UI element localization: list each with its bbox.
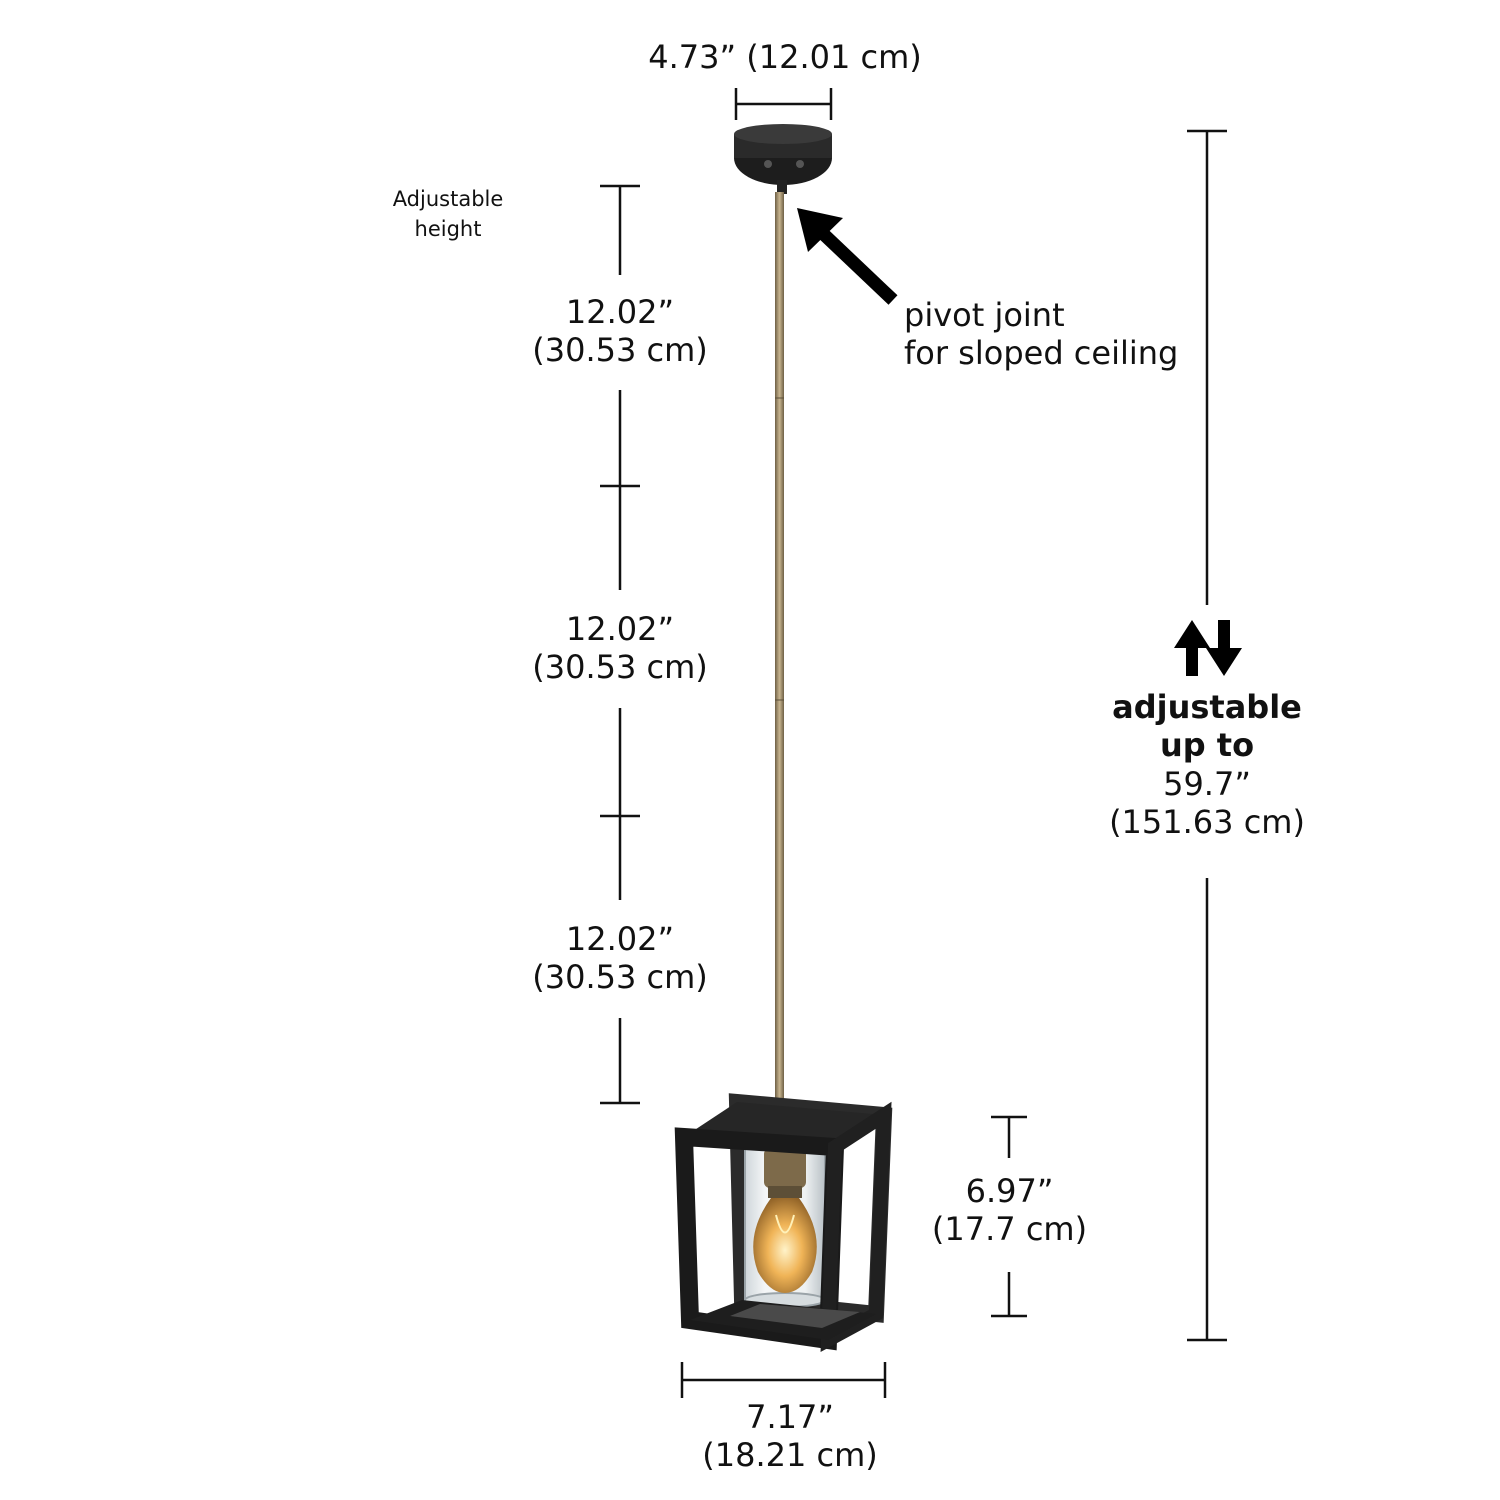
rod-segments-dimension	[600, 184, 640, 1105]
shade-width-dimension	[680, 1362, 887, 1398]
arrow-up-left-icon	[797, 208, 898, 305]
pivot-line1: pivot joint	[904, 296, 1065, 334]
adjustable-height-label: Adjustable height	[378, 184, 518, 245]
segment-3-label: 12.02” (30.53 cm)	[530, 920, 710, 997]
segment-2-in: 12.02”	[565, 610, 675, 648]
canopy-width-dimension	[734, 88, 833, 120]
adjustable-line1: adjustable	[1112, 688, 1302, 726]
adjustable-height-line1: Adjustable	[392, 187, 504, 211]
lantern-shade	[674, 1093, 893, 1352]
adjustable-in: 59.7”	[1163, 764, 1251, 803]
shade-height-in: 6.97”	[965, 1172, 1054, 1210]
segment-1-cm: (30.53 cm)	[532, 331, 708, 370]
ceiling-canopy	[734, 124, 832, 194]
segment-2-label: 12.02” (30.53 cm)	[530, 610, 710, 687]
segment-2-cm: (30.53 cm)	[532, 648, 708, 687]
overall-height-dimension	[1187, 129, 1227, 1342]
canopy-width-label: 4.73” (12.01 cm)	[648, 38, 922, 76]
segment-1-in: 12.02”	[565, 293, 675, 331]
adjustable-line2: up to	[1159, 726, 1255, 765]
pivot-joint-label: pivot joint for sloped ceiling	[904, 296, 1224, 373]
edison-bulb-icon	[753, 1198, 817, 1293]
shade-width-label: 7.17” (18.21 cm)	[700, 1398, 880, 1475]
shade-width-in: 7.17”	[746, 1398, 834, 1436]
shade-width-cm: (18.21 cm)	[702, 1436, 878, 1475]
adjustable-length-label: adjustable up to 59.7” (151.63 cm)	[1092, 688, 1322, 842]
hanging-rod	[775, 192, 784, 1112]
adjustable-cm: (151.63 cm)	[1109, 803, 1305, 842]
shade-height-cm: (17.7 cm)	[931, 1210, 1088, 1249]
up-down-arrows-icon	[1174, 620, 1242, 676]
adjustable-height-line2: height	[414, 217, 482, 242]
pivot-line2: for sloped ceiling	[904, 334, 1179, 373]
segment-3-in: 12.02”	[565, 920, 675, 958]
shade-height-label: 6.97” (17.7 cm)	[922, 1172, 1097, 1249]
shade-height-dimension	[991, 1115, 1027, 1318]
segment-1-label: 12.02” (30.53 cm)	[530, 293, 710, 370]
segment-3-cm: (30.53 cm)	[532, 958, 708, 997]
